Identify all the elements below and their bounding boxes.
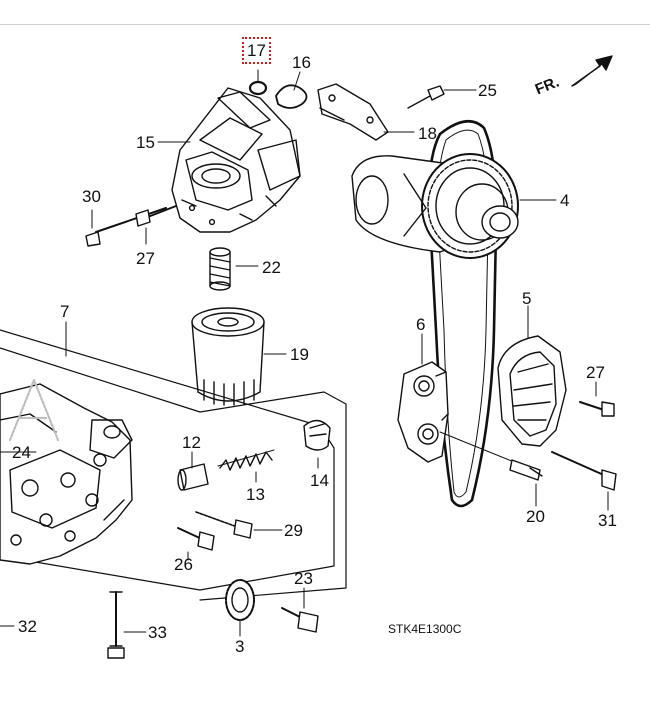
- oil-pump-outline-part: [0, 329, 347, 601]
- callout-12[interactable]: 12: [182, 433, 201, 452]
- chain-guide-part: [497, 335, 567, 447]
- watermark-logo-icon: [8, 378, 60, 442]
- callout-32[interactable]: 32: [18, 617, 37, 636]
- callout-20[interactable]: 20: [526, 507, 545, 526]
- callout-25[interactable]: 25: [478, 81, 497, 100]
- callout-16[interactable]: 16: [292, 53, 311, 72]
- tensioner-arm-part: [397, 361, 449, 463]
- relief-valve-part: [303, 419, 331, 451]
- bolt-part: [135, 205, 177, 227]
- bolt-part: [85, 207, 167, 247]
- callout-23[interactable]: 23: [294, 569, 313, 588]
- callout-6[interactable]: 6: [416, 315, 426, 334]
- bolt-part: [407, 85, 445, 109]
- callout-19[interactable]: 19: [290, 345, 309, 364]
- plug-part: [177, 463, 209, 491]
- callout-3[interactable]: 3: [235, 637, 245, 656]
- o-ring-part: [248, 80, 268, 96]
- callout-5[interactable]: 5: [522, 289, 532, 308]
- callout-22[interactable]: 22: [262, 258, 281, 277]
- header-rule: [0, 24, 650, 25]
- drawing-code: STK4E1300C: [388, 622, 462, 636]
- callout-4[interactable]: 4: [560, 191, 570, 210]
- bolt-part: [107, 591, 125, 659]
- callout-14[interactable]: 14: [310, 471, 329, 490]
- callout-31[interactable]: 31: [598, 511, 617, 530]
- callout-30[interactable]: 30: [82, 187, 101, 206]
- leader-lines: [0, 69, 609, 637]
- bolt-part: [579, 401, 615, 417]
- callout-33[interactable]: 33: [148, 623, 167, 642]
- callout-29[interactable]: 29: [284, 521, 303, 540]
- callout-27-right[interactable]: 27: [586, 363, 605, 382]
- callout-18[interactable]: 18: [418, 124, 437, 143]
- oil-filter-base-part: [171, 87, 301, 233]
- callout-26[interactable]: 26: [174, 555, 193, 574]
- gear-part: [225, 579, 255, 621]
- bracket-part: [317, 83, 389, 141]
- bolt-part: [439, 431, 543, 481]
- callout-15[interactable]: 15: [136, 133, 155, 152]
- callout-24[interactable]: 24: [12, 443, 31, 462]
- callout-17[interactable]: 17: [242, 37, 271, 64]
- callout-27-upper[interactable]: 27: [136, 249, 155, 268]
- spring-part: [217, 449, 275, 471]
- relief-spring-part: [209, 247, 231, 291]
- bolt-part: [177, 527, 215, 551]
- callout-13[interactable]: 13: [246, 485, 265, 504]
- bolt-part: [551, 451, 617, 491]
- sprocket-part: [351, 153, 519, 259]
- callout-7[interactable]: 7: [60, 302, 70, 321]
- gasket-part: [275, 84, 308, 109]
- oil-pump-body-part: [0, 383, 133, 565]
- bolt-part: [281, 607, 319, 633]
- front-direction-arrow-icon: [571, 55, 613, 87]
- oil-filter-part: [191, 307, 265, 406]
- bolt-part: [195, 511, 253, 539]
- timing-chain-part: [427, 120, 498, 508]
